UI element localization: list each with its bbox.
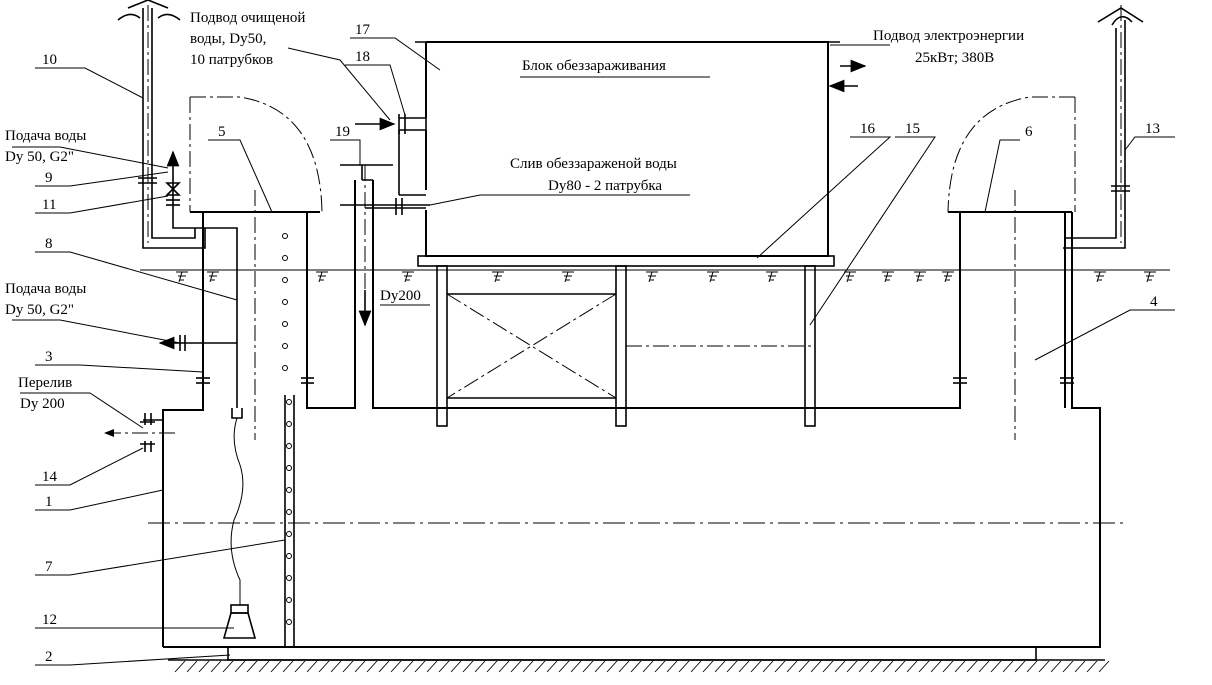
vent-pipe-left: [117, 0, 206, 249]
ground-hatching: [168, 659, 1110, 673]
callout-3: 3: [45, 349, 53, 365]
power-supply-label-1: Подвод электроэнергии: [873, 28, 1024, 44]
callout-10: 10: [42, 52, 57, 68]
callout-16: 16: [860, 121, 876, 137]
hatch-cover-5: [189, 96, 323, 213]
pump-12: [222, 604, 257, 639]
overflow-line-2: Dy 200: [20, 396, 65, 412]
disinfection-unit-label: Блок обеззараживания: [522, 58, 666, 74]
clean-water-label-2: воды, Dy50,: [190, 31, 266, 47]
clean-water-label-1: Подвод очищеной: [190, 10, 305, 26]
callout-9: 9: [45, 170, 53, 186]
callout-11: 11: [42, 197, 56, 213]
vent-pipe-right: [1063, 5, 1144, 249]
power-supply-label-2: 25кВт; 380В: [915, 50, 994, 66]
water-supply-1-line-1: Подача воды: [5, 128, 86, 144]
callout-6: 6: [1025, 124, 1033, 140]
callout-1: 1: [45, 494, 53, 510]
callout-14: 14: [42, 469, 58, 485]
clean-water-label-3: 10 патрубков: [190, 52, 273, 68]
drain-label-2: Dy80 - 2 патрубка: [548, 178, 662, 194]
overflow-line-1: Перелив: [18, 375, 72, 391]
water-supply-1-line-2: Dy 50, G2": [5, 149, 74, 165]
water-level: [140, 269, 1170, 283]
supply-pipe-8: [158, 150, 244, 605]
support-frame: [417, 255, 835, 427]
callout-8: 8: [45, 236, 53, 252]
callout-18: 18: [355, 49, 370, 65]
drain-label-1: Слив обеззараженой воды: [510, 156, 677, 172]
callout-15: 15: [905, 121, 920, 137]
callout-19: 19: [335, 124, 350, 140]
pipe-dy200-label: Dy200: [380, 288, 421, 304]
callout-2: 2: [45, 649, 53, 665]
water-supply-2-line-1: Подача воды: [5, 281, 86, 297]
callout-12: 12: [42, 612, 57, 628]
perforated-pipe-7: [282, 233, 295, 648]
text-labels: Подвод очищеной воды, Dy50, 10 патрубков…: [5, 10, 1024, 412]
pipe-19: [340, 164, 393, 327]
overflow-pipe-14: [104, 410, 175, 452]
tank-body: [148, 180, 1125, 661]
water-supply-2-line-2: Dy 50, G2": [5, 302, 74, 318]
disinfection-block-17: [340, 41, 867, 257]
callout-4: 4: [1150, 294, 1158, 310]
hatch-cover-6: [947, 96, 1076, 213]
callout-7: 7: [45, 559, 53, 575]
leader-lines: [12, 37, 1175, 666]
callout-13: 13: [1145, 121, 1160, 137]
callout-17: 17: [355, 22, 371, 38]
callout-5: 5: [218, 124, 226, 140]
callout-numbers: 10 9 11 8 3 14 1 7 12 2 5 19 18 17 16 15…: [42, 22, 1160, 665]
